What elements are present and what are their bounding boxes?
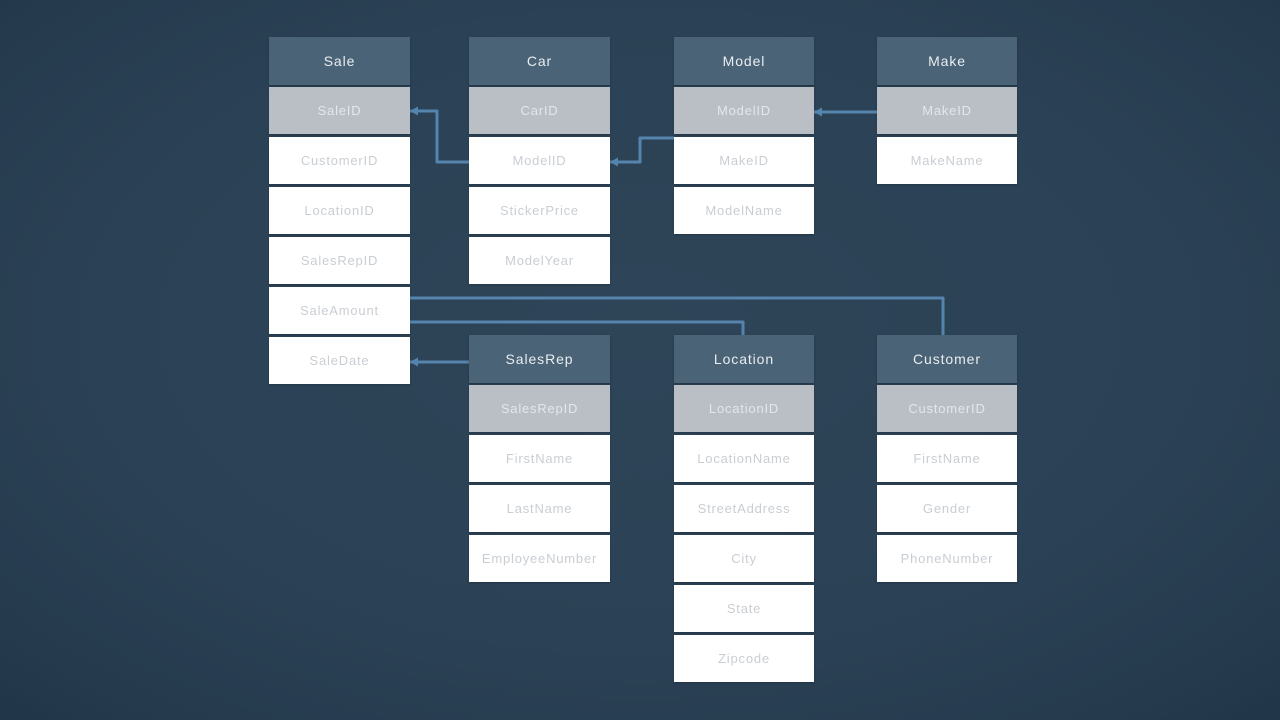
table-title-car: Car xyxy=(469,37,610,85)
table-title-sale: Sale xyxy=(269,37,410,85)
connector-arrow-sale-saleid-to-car-modelid xyxy=(410,106,418,116)
connector-arrow-model-modelid-to-make-makeid xyxy=(814,107,822,117)
field-sale-locationid: LocationID xyxy=(269,187,410,234)
field-sale-customerid: CustomerID xyxy=(269,137,410,184)
field-salesrep-employeenumber: EmployeeNumber xyxy=(469,535,610,582)
field-car-modelid: ModelID xyxy=(469,137,610,184)
field-sale-salesrepid: SalesRepID xyxy=(269,237,410,284)
field-salesrep-lastname: LastName xyxy=(469,485,610,532)
field-car-stickerprice: StickerPrice xyxy=(469,187,610,234)
connector-car-modelid-to-model-modelid xyxy=(610,136,674,164)
field-make-makeid: MakeID xyxy=(877,87,1017,134)
field-salesrep-firstname: FirstName xyxy=(469,435,610,482)
field-sale-saledate: SaleDate xyxy=(269,337,410,384)
field-customer-firstname: FirstName xyxy=(877,435,1017,482)
field-model-makeid: MakeID xyxy=(674,137,814,184)
connector-arrow-sale-salesrepid-to-salesrep xyxy=(410,357,418,367)
field-location-locationid: LocationID xyxy=(674,385,814,432)
field-location-city: City xyxy=(674,535,814,582)
table-title-salesrep: SalesRep xyxy=(469,335,610,383)
connector-sale-customerid-to-customer xyxy=(410,296,945,340)
field-car-modelyear: ModelYear xyxy=(469,237,610,284)
connector-arrow-car-modelid-to-model-modelid xyxy=(610,157,618,167)
field-sale-saleid: SaleID xyxy=(269,87,410,134)
connector-sale-saleid-to-car-modelid xyxy=(410,109,469,164)
field-model-modelid: ModelID xyxy=(674,87,814,134)
field-car-carid: CarID xyxy=(469,87,610,134)
field-customer-phonenumber: PhoneNumber xyxy=(877,535,1017,582)
field-location-state: State xyxy=(674,585,814,632)
field-salesrep-salesrepid: SalesRepID xyxy=(469,385,610,432)
field-location-streetaddress: StreetAddress xyxy=(674,485,814,532)
field-customer-customerid: CustomerID xyxy=(877,385,1017,432)
field-location-locationname: LocationName xyxy=(674,435,814,482)
field-sale-saleamount: SaleAmount xyxy=(269,287,410,334)
table-title-location: Location xyxy=(674,335,814,383)
table-title-model: Model xyxy=(674,37,814,85)
field-customer-gender: Gender xyxy=(877,485,1017,532)
table-title-customer: Customer xyxy=(877,335,1017,383)
field-model-modelname: ModelName xyxy=(674,187,814,234)
table-title-make: Make xyxy=(877,37,1017,85)
field-location-zipcode: Zipcode xyxy=(674,635,814,682)
connector-sale-locationid-to-location xyxy=(410,320,745,340)
field-make-makename: MakeName xyxy=(877,137,1017,184)
